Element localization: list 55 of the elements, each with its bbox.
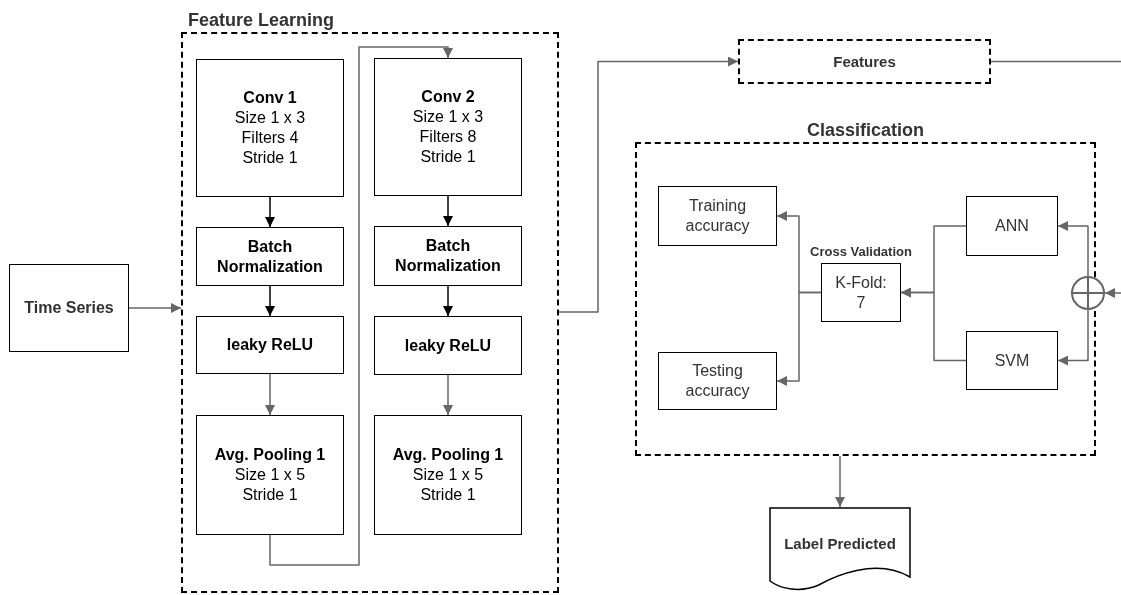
box-label: Size 1 x 5 Stride 1 [233,465,307,505]
box-label: Conv 2 [421,87,475,107]
process-box [374,316,522,375]
process-box [9,264,129,352]
arrow [443,374,453,416]
process-box [658,186,777,246]
arrow [265,285,275,317]
process-box [196,415,344,535]
box-label: ANN [995,216,1029,236]
arrow [443,285,453,317]
box-label: Training accuracy [684,196,751,236]
process-box [374,58,522,196]
process-box [196,316,344,374]
box-label: Conv 1 [243,88,297,108]
summation-circle [1071,276,1105,310]
process-box [196,227,344,286]
process-box [658,352,777,410]
arrow [128,303,182,313]
box-label: Size 1 x 3 Filters 8 Stride 1 [411,107,485,167]
arrow [776,291,822,386]
group-title: Feature Learning [188,9,335,32]
box-label: leaky ReLU [226,335,314,355]
box-label: SVM [994,350,1030,371]
arrow [1057,309,1089,366]
box-label: Size 1 x 3 Filters 4 Stride 1 [233,108,307,168]
arrow [1057,221,1089,277]
arrow [443,195,453,227]
arrow [1104,288,1121,298]
document-shape [769,507,911,591]
box-label: Avg. Pooling 1 [214,445,326,465]
process-box [966,196,1058,256]
box-label: Batch Normalization [216,236,324,277]
box-label: Batch Normalization [394,236,502,276]
arrow [265,373,275,416]
group-title: Classification [805,119,925,142]
process-box [374,226,522,286]
connector-line [990,60,1121,63]
arrow [900,287,967,362]
arrow [835,455,845,508]
box-label: K-Fold: 7 [834,272,888,313]
box-label: leaky ReLU [404,335,492,356]
box-label: Features [833,51,896,72]
process-box [966,331,1058,390]
beside-label: Cross Validation [810,243,912,261]
box-label: Testing accuracy [684,361,751,401]
arrow [558,56,739,313]
process-box [738,39,991,84]
box-label: Size 1 x 5 Stride 1 [411,465,485,505]
process-box [196,59,344,197]
box-label: Time Series [24,298,114,318]
process-box [374,415,522,535]
box-label: Avg. Pooling 1 [392,445,504,465]
arrow [265,196,275,228]
arrow [269,46,453,566]
box-label: Label Predicted [784,534,896,554]
